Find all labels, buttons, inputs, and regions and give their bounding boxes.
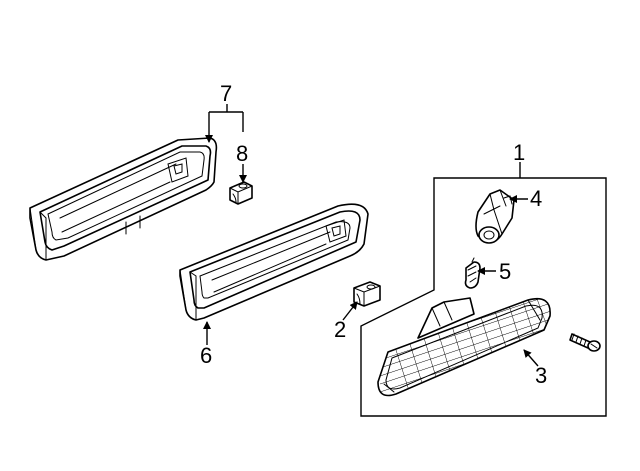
callout-5: 5 <box>499 259 511 284</box>
clip-part-2 <box>353 281 381 307</box>
callout-8: 8 <box>236 141 248 166</box>
front-bezel-part <box>179 203 369 321</box>
callout-7: 7 <box>220 81 232 106</box>
rear-bezel-part <box>29 137 218 261</box>
lamp-lens-part <box>377 297 551 397</box>
callout-6: 6 <box>200 343 212 368</box>
leader-lines <box>203 104 539 367</box>
callout-3: 3 <box>535 363 547 388</box>
assembly-box <box>360 177 607 417</box>
bulb-part <box>464 257 481 289</box>
callout-1: 1 <box>513 140 525 165</box>
screw-part <box>569 333 601 352</box>
callout-2: 2 <box>334 317 346 342</box>
clip-part-8 <box>229 181 253 205</box>
callout-4: 4 <box>530 186 542 211</box>
socket-part <box>475 189 515 244</box>
